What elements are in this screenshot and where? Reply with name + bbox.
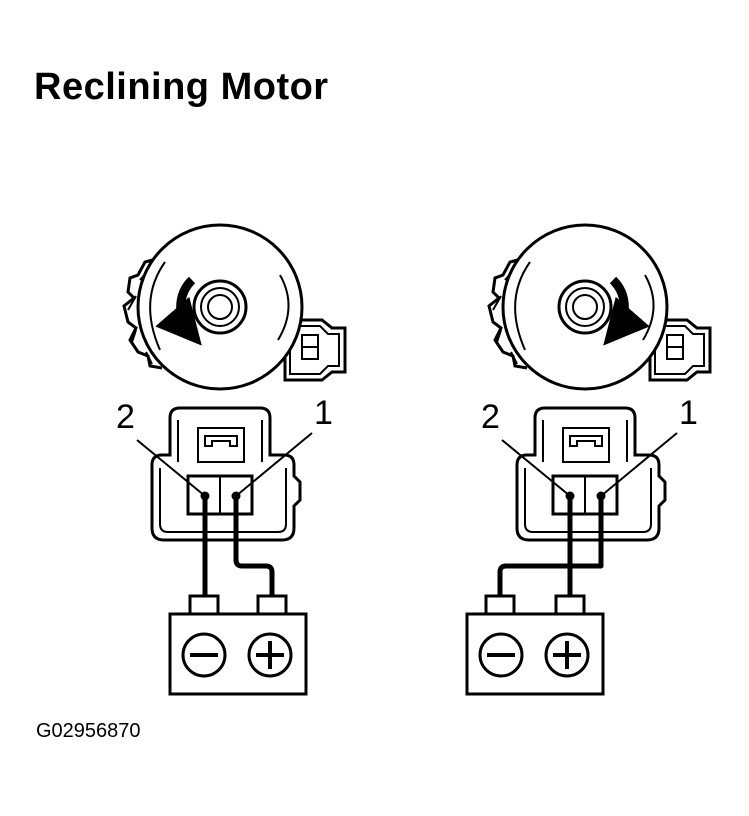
battery-right [465, 594, 605, 696]
rotation-arrow-cw-icon [603, 276, 650, 346]
terminal-label-1: 1 [314, 394, 333, 432]
terminal-label-2: 2 [116, 398, 135, 436]
minus-icon [181, 632, 227, 678]
minus-icon [478, 632, 524, 678]
connector-left: 2 1 [116, 394, 333, 542]
plus-icon [247, 632, 293, 678]
diagram-title: Reclining Motor [34, 66, 329, 108]
terminal-label-2: 2 [481, 398, 500, 436]
motor-left [122, 223, 347, 391]
wires-left [202, 496, 275, 600]
motor-right [487, 223, 712, 391]
plus-icon [544, 632, 590, 678]
terminal-label-1: 1 [679, 394, 698, 432]
panel-right: 2 1 [465, 223, 712, 696]
connector-right: 2 1 [481, 394, 698, 542]
rotation-arrow-ccw-icon [155, 276, 202, 346]
wires-right [497, 496, 604, 600]
panel-left: 2 1 [116, 223, 347, 696]
figure-code: G02956870 [36, 720, 141, 742]
battery-left [168, 594, 308, 696]
